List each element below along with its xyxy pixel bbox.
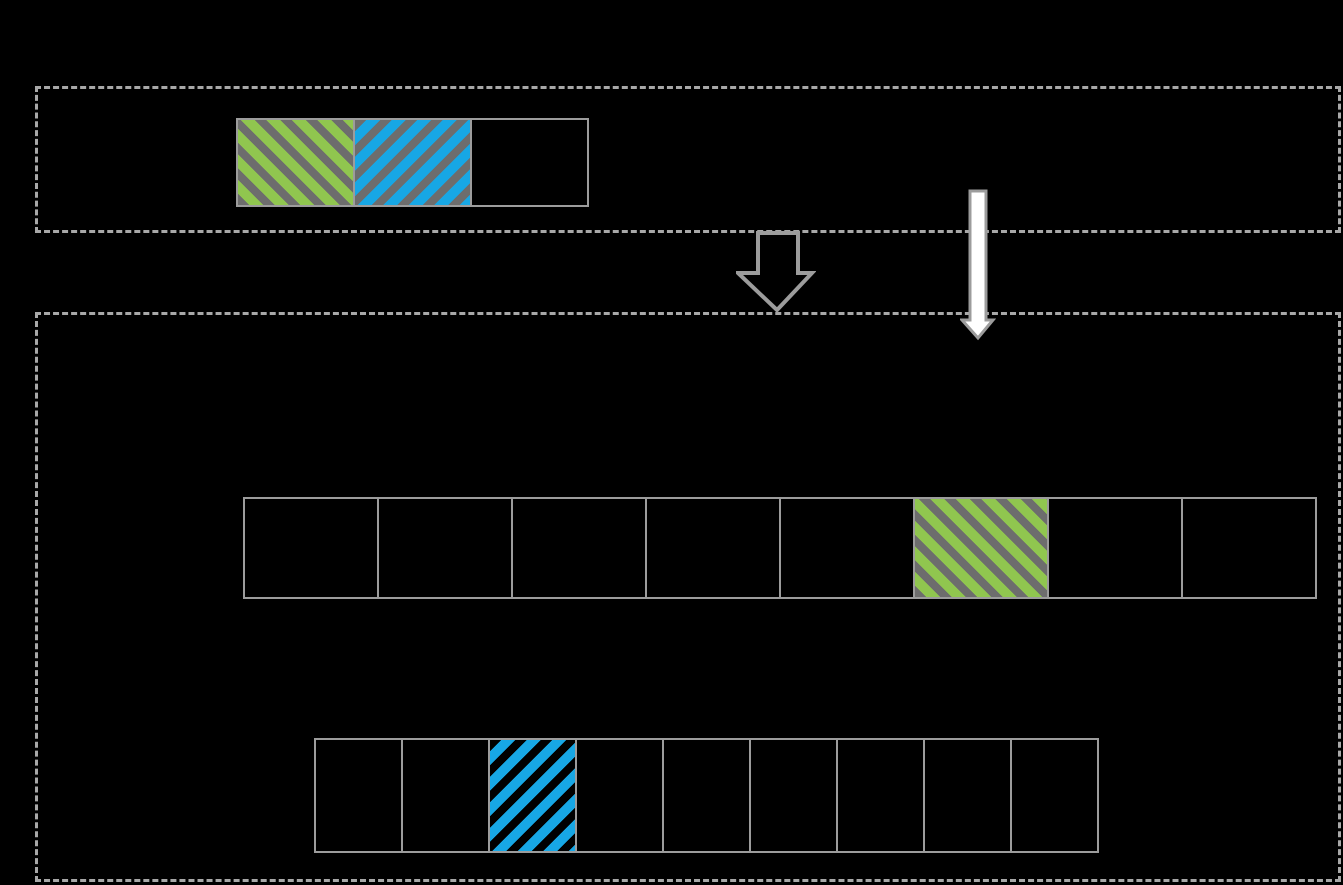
empty-cell bbox=[1010, 738, 1099, 853]
empty-cell bbox=[377, 497, 513, 599]
empty-cell bbox=[779, 497, 915, 599]
empty-cell bbox=[470, 118, 589, 207]
hatched-cell bbox=[353, 118, 472, 207]
memory-row-1 bbox=[243, 497, 1317, 599]
memory-row-2 bbox=[314, 738, 1099, 853]
hatched-cell bbox=[236, 118, 355, 207]
empty-cell bbox=[836, 738, 925, 853]
empty-cell bbox=[314, 738, 403, 853]
empty-cell bbox=[749, 738, 838, 853]
empty-cell bbox=[923, 738, 1012, 853]
source-bar bbox=[236, 118, 589, 207]
empty-cell bbox=[662, 738, 751, 853]
empty-cell bbox=[1181, 497, 1317, 599]
empty-cell bbox=[401, 738, 490, 853]
empty-cell bbox=[1047, 497, 1183, 599]
hatched-cell bbox=[913, 497, 1049, 599]
source-dashed-box bbox=[35, 86, 1341, 233]
empty-cell bbox=[645, 497, 781, 599]
empty-cell bbox=[575, 738, 664, 853]
white-down-arrow-icon bbox=[960, 189, 996, 341]
target-dashed-box bbox=[35, 312, 1341, 882]
empty-cell bbox=[511, 497, 647, 599]
hatched-cell bbox=[488, 738, 577, 853]
empty-cell bbox=[243, 497, 379, 599]
hollow-down-arrow-icon bbox=[736, 231, 816, 313]
